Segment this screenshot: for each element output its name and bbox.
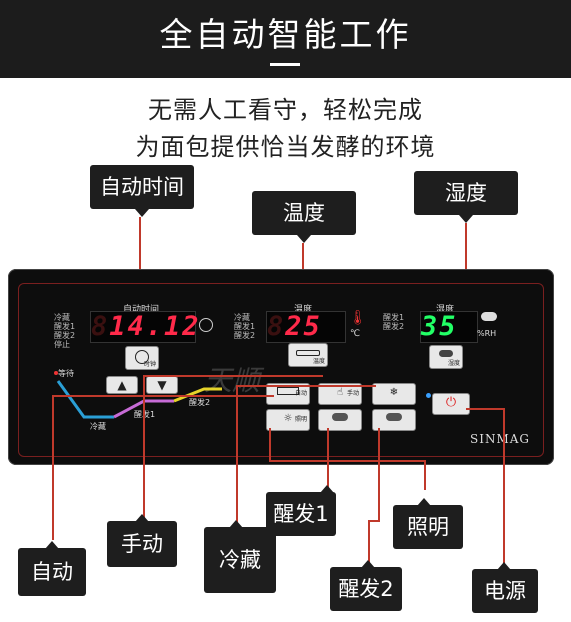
hum-title: 湿度 — [436, 305, 455, 315]
auto-mode-icon — [277, 387, 299, 395]
clock-icon — [135, 350, 149, 364]
clock-icon — [199, 318, 213, 332]
down-button[interactable]: ▼ — [146, 376, 178, 394]
time-display: 814.12 — [90, 311, 201, 343]
humidity-display: 35 — [420, 311, 478, 343]
time-side-labels: 冷藏 醒发1 醒发2 停止 — [54, 313, 76, 349]
temperature-icon — [296, 350, 320, 356]
humidity-button[interactable]: 湿度 — [429, 345, 463, 369]
light-icon: ☼ — [283, 413, 293, 424]
callout-manual: 手动 — [107, 514, 177, 567]
temp-side-labels: 冷藏 醒发1 醒发2 — [234, 313, 256, 340]
thermometer-icon: 🌡 — [349, 310, 367, 326]
callout-power: 电源 — [472, 562, 538, 613]
brand-logo: SINMAG — [470, 432, 530, 446]
lead-power — [466, 408, 504, 410]
lead-humidity — [465, 223, 467, 313]
lead-auto-time — [139, 217, 141, 305]
callout-auto: 自动 — [18, 541, 86, 596]
power-button[interactable]: ⏻ — [432, 393, 470, 415]
power-indicator — [426, 393, 431, 398]
temp-display: 825 — [266, 311, 346, 343]
time-button[interactable]: 时钟 — [125, 346, 159, 370]
subtitle-line-1: 无需人工看守，轻松完成 — [148, 96, 423, 124]
cold-stage-label: 冷藏 — [90, 422, 106, 431]
callout-power-label: 电源 — [484, 579, 526, 603]
callout-auto-label: 自动 — [31, 560, 73, 584]
panel-frame — [18, 283, 544, 457]
lead-refrigerate — [236, 385, 238, 523]
snowflake-icon: ❄ — [389, 387, 399, 398]
callout-temperature: 温度 — [252, 191, 356, 243]
triangle-up-icon: ▲ — [117, 378, 127, 392]
hum-side-labels: 醒发1 醒发2 — [383, 313, 405, 331]
temp-title: 温度 — [294, 305, 313, 315]
proof2-cloud-icon — [386, 413, 402, 421]
manual-button[interactable]: ☝ 手动 — [318, 383, 362, 405]
light-button[interactable]: ☼ 照明 — [266, 409, 310, 431]
watermark: 天顺 — [204, 364, 261, 397]
hand-icon: ☝ — [336, 387, 344, 398]
temp-unit: ℃ — [350, 329, 361, 339]
up-button[interactable]: ▲ — [106, 376, 138, 394]
callout-proof2-label: 醒发2 — [338, 577, 394, 601]
callout-temperature-label: 温度 — [283, 201, 325, 225]
proof1-button[interactable] — [318, 409, 362, 431]
callout-proof1: 醒发1 — [266, 485, 336, 536]
callout-humidity: 湿度 — [414, 171, 518, 223]
proof2-stage-label: 醒发2 — [189, 398, 211, 407]
header-banner: 全自动智能工作 — [0, 0, 571, 78]
callout-auto-time-label: 自动时间 — [100, 175, 184, 199]
callout-light: 照明 — [393, 498, 463, 549]
waiting-label: 等待 — [58, 369, 74, 378]
lead-manual — [143, 375, 145, 519]
callout-proof1-label: 醒发1 — [273, 502, 329, 526]
lead-auto — [52, 395, 54, 540]
auto-button[interactable]: 自动 — [266, 383, 310, 405]
callout-refrigerate: 冷藏 — [204, 520, 276, 593]
triangle-down-icon: ▼ — [157, 378, 167, 392]
callout-refrigerate-label: 冷藏 — [219, 548, 261, 572]
page-title: 全自动智能工作 — [159, 15, 412, 54]
callout-manual-label: 手动 — [121, 532, 163, 556]
callout-proof2: 醒发2 — [330, 560, 402, 611]
power-icon: ⏻ — [445, 395, 457, 410]
control-panel: 自动时间 冷藏 醒发1 醒发2 停止 814.12 时钟 温度 冷藏 醒发1 醒… — [8, 269, 554, 465]
refrigerate-button[interactable]: ❄ — [372, 383, 416, 405]
callout-auto-time: 自动时间 — [90, 165, 194, 217]
humidity-unit: %RH — [477, 329, 497, 338]
humidity-icon — [439, 350, 453, 357]
title-underline — [270, 63, 300, 66]
time-title: 自动时间 — [123, 305, 160, 315]
cloud-icon — [481, 312, 497, 321]
callout-light-label: 照明 — [407, 515, 449, 539]
lead-proof2 — [378, 428, 380, 520]
subtitle-line-2: 为面包提供恰当发酵的环境 — [135, 133, 436, 161]
temperature-button[interactable]: 温度 — [288, 343, 328, 367]
waiting-indicator — [54, 371, 58, 375]
proof1-cloud-icon — [332, 413, 348, 421]
proof2-button[interactable] — [372, 409, 416, 431]
lead-light — [269, 428, 271, 460]
lead-proof1 — [327, 428, 329, 490]
callout-humidity-label: 湿度 — [445, 181, 487, 205]
